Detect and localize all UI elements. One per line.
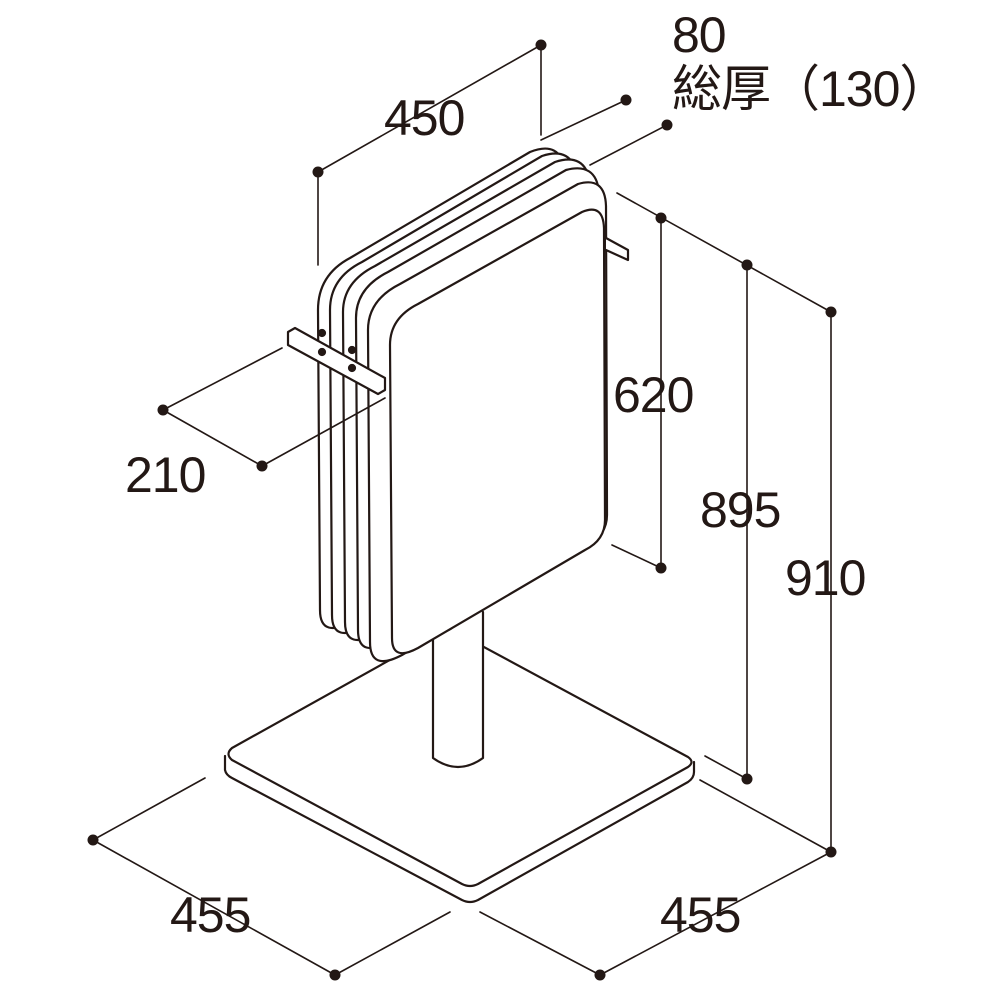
- base-right-label: 455: [660, 887, 741, 943]
- pole: [431, 610, 485, 769]
- width-sign-label: 450: [384, 90, 465, 146]
- bracket-label: 210: [125, 447, 206, 503]
- dimension-lines: [92, 44, 832, 976]
- height-to-sign-top-label: 895: [700, 482, 781, 538]
- dimension-dots: [87, 39, 837, 981]
- sign-height-label: 620: [613, 367, 694, 423]
- total-thickness-label: 総厚（130）: [672, 61, 949, 117]
- sign-panels: [316, 147, 609, 663]
- mounting-brackets: [286, 236, 630, 396]
- base-left-label: 455: [170, 887, 251, 943]
- total-height-label: 910: [785, 550, 866, 606]
- thickness-label: 80: [672, 7, 727, 63]
